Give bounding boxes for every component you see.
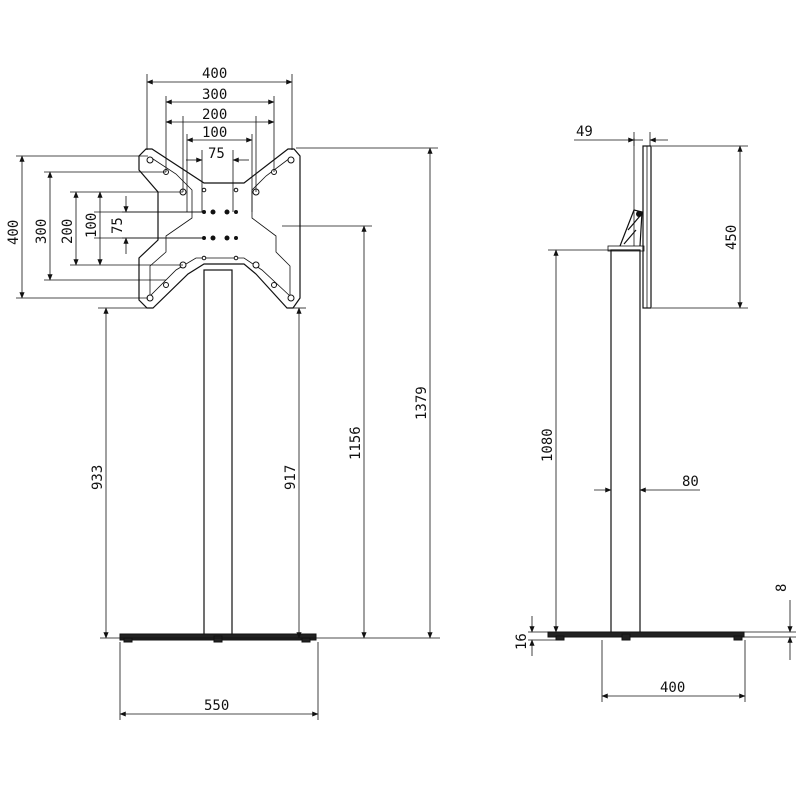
plate-hole [163, 282, 169, 288]
vesa-plate-outline [138, 148, 301, 309]
plate-hole [252, 261, 260, 269]
dim-label-vesa-width-75: 75 [208, 146, 225, 162]
dim-label-pole-width: 80 [682, 474, 699, 490]
plate-hole [234, 236, 238, 240]
plate-hole [234, 210, 238, 214]
dim-label-vesa-width-400: 400 [202, 66, 227, 82]
plate-hole [233, 255, 239, 261]
base-foot [123, 637, 133, 643]
dim-label-vesa-width-300: 300 [202, 87, 227, 103]
dim-label-vesa-height-300: 300 [34, 219, 50, 244]
dim-label-vesa-height-75: 75 [110, 217, 126, 234]
plate-hole [201, 187, 207, 193]
dim-label-base-depth: 400 [660, 680, 685, 696]
dim-label-vesa-width-200: 200 [202, 107, 227, 123]
side-base [547, 631, 745, 638]
plate-hole [224, 235, 230, 241]
dim-label-max-height: 1379 [414, 386, 430, 420]
dim-label-min-height-right: 917 [283, 465, 299, 490]
dim-label-vesa-width-100: 100 [202, 125, 227, 141]
dim-label-foot-height: 16 [514, 633, 530, 650]
side-view: 49 450 1080 80 16 8 400 [514, 124, 796, 702]
dim-label-vesa-height-200: 200 [60, 219, 76, 244]
dim-label-min-height-left: 933 [90, 465, 106, 490]
plate-hole [271, 282, 277, 288]
plate-hole [201, 255, 207, 261]
base-foot [621, 633, 631, 641]
front-pole [203, 269, 233, 637]
plate-hole [146, 156, 154, 164]
dim-label-pole-height: 1080 [540, 428, 556, 462]
dim-label-base-width: 550 [204, 698, 229, 714]
dim-label-base-thickness: 8 [774, 584, 790, 592]
plate-hole [287, 294, 295, 302]
vesa-plate-inner [149, 156, 291, 297]
plate-hole [233, 187, 239, 193]
dim-label-depth-offset: 49 [576, 124, 593, 140]
plate-hole [210, 209, 216, 215]
side-pole [610, 249, 641, 637]
front-view: 400 300 200 100 75 400 300 200 [6, 66, 440, 720]
base-foot [555, 635, 565, 641]
base-foot [213, 635, 223, 643]
dim-label-vesa-height-400: 400 [6, 220, 22, 245]
plate-hole [210, 235, 216, 241]
side-pole-cap [607, 245, 645, 252]
dim-label-center-height: 1156 [348, 426, 364, 460]
plate-hole [224, 209, 230, 215]
base-foot [301, 637, 311, 643]
dim-label-plate-height: 450 [724, 225, 740, 250]
bracket-pivot [636, 211, 642, 217]
plate-hole [287, 156, 295, 164]
dim-label-vesa-height-100: 100 [84, 213, 100, 238]
base-foot [733, 635, 743, 641]
